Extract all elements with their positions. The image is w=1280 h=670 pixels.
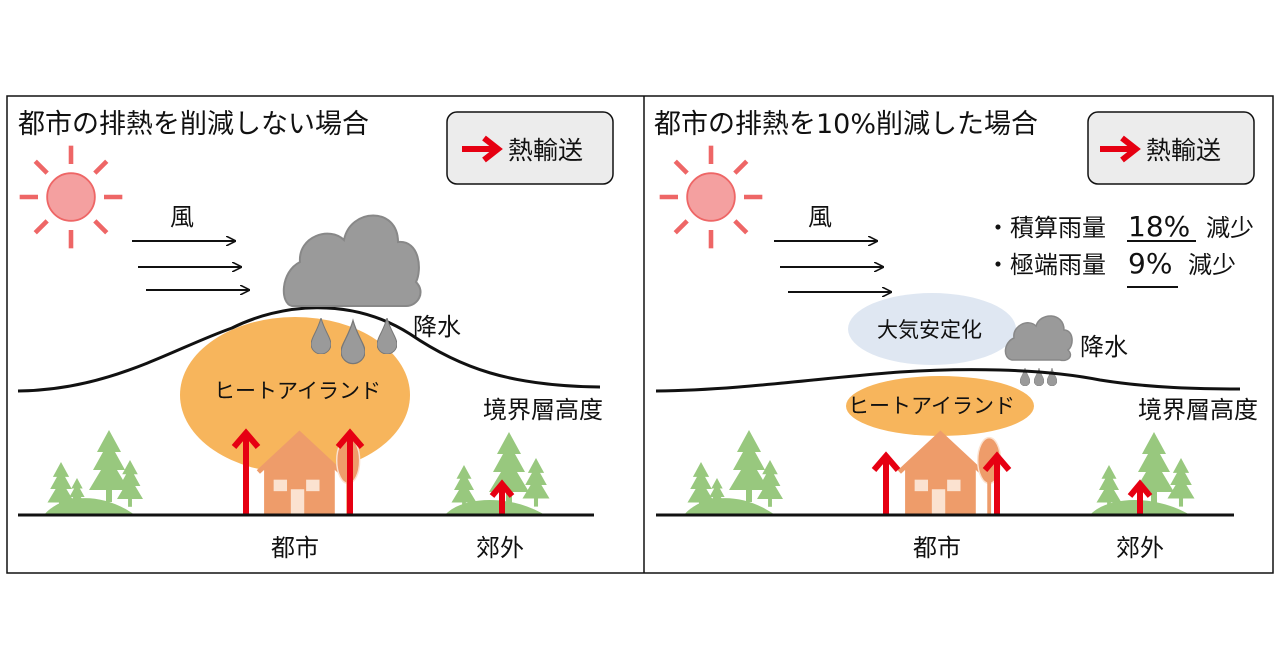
left-wind-arrows	[132, 241, 249, 290]
right-heat-island-ellipse	[846, 376, 1034, 436]
left-heat-transport-arrows	[231, 428, 515, 515]
heat-transport-legend-arrow-icon	[1100, 135, 1141, 163]
right-heat-island-label: ヒートアイランド	[848, 394, 1015, 418]
stat-extreme-suffix: 減少	[1188, 251, 1236, 279]
stat-accumulated-prefix: ・積算雨量	[986, 214, 1106, 242]
left-city-label: 都市	[271, 534, 319, 562]
left-panel: 都市の排熱を削減しない場合 熱輸送 風 ヒートアイランド 降水 境界層高度	[17, 109, 614, 562]
right-boundary-layer-curve	[655, 368, 1241, 393]
right-suburb-label: 郊外	[1116, 534, 1164, 562]
left-legend-label: 熱輸送	[508, 136, 583, 165]
heat-transport-legend-arrow-icon	[462, 135, 503, 163]
figure-frame	[6, 95, 1274, 574]
right-heat-transport-arrows	[871, 451, 1153, 515]
left-wind-label: 風	[170, 203, 194, 231]
stat-accumulated-suffix: 減少	[1206, 214, 1254, 242]
right-city-house-icon	[899, 434, 1000, 514]
atmospheric-stabilization-ellipse	[848, 293, 1016, 365]
left-boundary-layer-curve	[17, 306, 601, 393]
right-sun-icon	[660, 146, 763, 249]
atmospheric-stabilization-label: 大気安定化	[877, 318, 982, 342]
right-wind-label: 風	[808, 203, 832, 231]
left-suburb-trees	[445, 432, 550, 515]
right-legend: 熱輸送	[1087, 111, 1255, 185]
right-wind-arrows	[774, 241, 891, 292]
left-sun-icon	[20, 146, 123, 249]
right-panel: 都市の排熱を10%削減した場合 熱輸送 風 ・積算雨量 18% 減少 ・極端雨量…	[654, 109, 1258, 562]
right-forest-trees	[684, 430, 783, 515]
left-panel-title: 都市の排熱を削減しない場合	[18, 109, 369, 140]
left-forest-trees	[44, 430, 143, 515]
left-legend: 熱輸送	[446, 111, 614, 185]
rainfall-stats: ・積算雨量 18% 減少 ・極端雨量 9% 減少	[986, 210, 1254, 288]
right-precip-label: 降水	[1080, 333, 1128, 361]
left-suburb-label: 郊外	[476, 534, 524, 562]
right-legend-label: 熱輸送	[1146, 136, 1221, 165]
right-boundary-label: 境界層高度	[1138, 396, 1258, 424]
left-heat-island-label: ヒートアイランド	[214, 379, 381, 403]
left-precip-label: 降水	[413, 313, 461, 341]
right-panel-title: 都市の排熱を10%削減した場合	[654, 109, 1038, 140]
left-rain-cloud-icon	[282, 214, 422, 365]
right-rain-cloud-icon	[1004, 315, 1073, 386]
right-city-label: 都市	[913, 534, 961, 562]
stat-accumulated-value: 18%	[1128, 210, 1190, 243]
stat-extreme-value: 9%	[1128, 247, 1172, 280]
left-boundary-label: 境界層高度	[483, 396, 603, 424]
stat-extreme-prefix: ・極端雨量	[986, 251, 1106, 279]
